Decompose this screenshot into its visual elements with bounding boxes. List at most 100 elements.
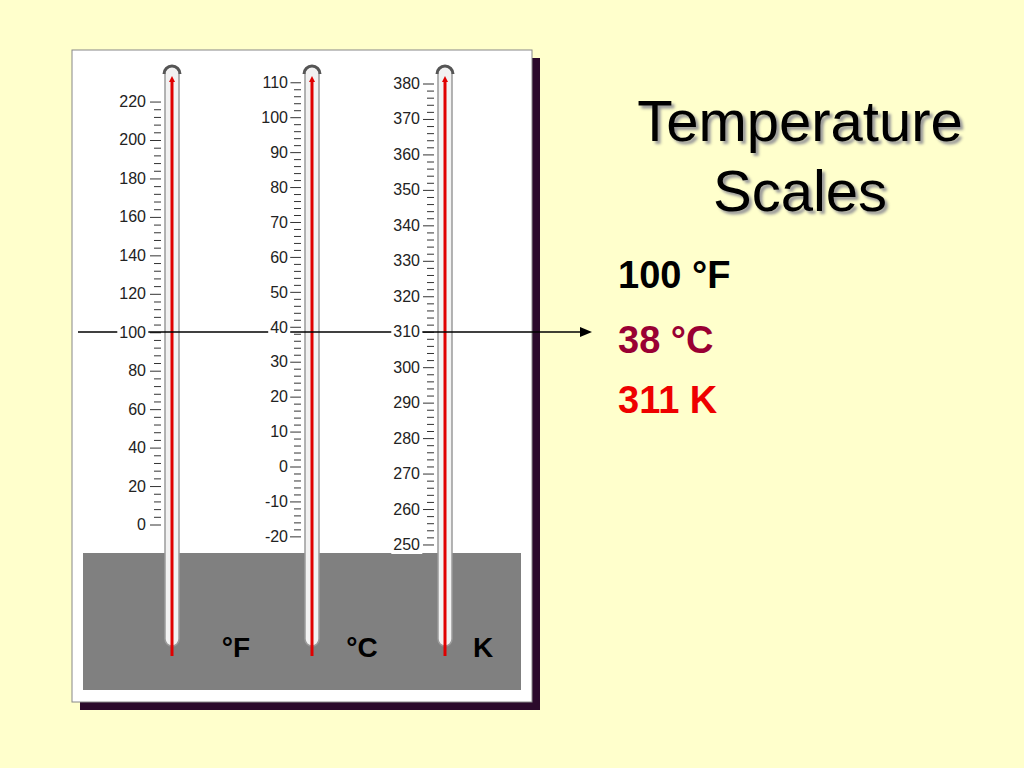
- scale-tick: [423, 544, 434, 545]
- scale-tick: [154, 425, 161, 426]
- scale-tick: [427, 268, 434, 269]
- scale-tick: [150, 217, 161, 218]
- scale-tick: [423, 154, 434, 155]
- scale-tick: [427, 502, 434, 503]
- scale-tick: [290, 467, 301, 468]
- gray-band: [83, 553, 521, 690]
- scale-tick: [423, 367, 434, 368]
- scale-tick: [294, 208, 301, 209]
- scale-tick: [154, 155, 161, 156]
- scale-tick: [290, 187, 301, 188]
- scale-tick: [427, 147, 434, 148]
- scale-tick: [427, 282, 434, 283]
- scale-tick: [294, 313, 301, 314]
- scale-tick: [154, 109, 161, 110]
- scale-tick: [154, 432, 161, 433]
- scale-tick: [154, 325, 161, 326]
- scale-tick: [427, 360, 434, 361]
- liquid-tip: [169, 76, 175, 82]
- scale-tick: [154, 248, 161, 249]
- scale-tick: [154, 232, 161, 233]
- scale-tick: [423, 84, 434, 85]
- scale-tick: [427, 112, 434, 113]
- scale-tick: [427, 140, 434, 141]
- scale-tick: [427, 388, 434, 389]
- scale-tick: [294, 306, 301, 307]
- scale-tick: [294, 166, 301, 167]
- scale-tick: [427, 275, 434, 276]
- scale-tick: [154, 355, 161, 356]
- fahrenheit-tick-label: 40: [126, 439, 148, 457]
- scale-tick: [294, 334, 301, 335]
- scale-tick: [427, 211, 434, 212]
- scale-tick: [294, 243, 301, 244]
- scale-tick: [423, 296, 434, 297]
- scale-tick: [154, 171, 161, 172]
- unit-label: °F: [222, 632, 250, 664]
- tube-cap: [437, 66, 453, 74]
- scale-tick: [294, 159, 301, 160]
- scale-tick: [294, 487, 301, 488]
- scale-tick: [150, 102, 161, 103]
- scale-tick: [427, 417, 434, 418]
- scale-tick: [294, 369, 301, 370]
- scale-tick: [427, 459, 434, 460]
- scale-tick: [294, 285, 301, 286]
- scale-tick: [427, 452, 434, 453]
- scale-tick: [423, 509, 434, 510]
- scale-tick: [294, 264, 301, 265]
- scale-tick: [427, 105, 434, 106]
- scale-tick: [427, 310, 434, 311]
- scale-tick: [427, 523, 434, 524]
- scale-tick: [294, 278, 301, 279]
- scale-tick: [154, 132, 161, 133]
- scale-tick: [154, 278, 161, 279]
- scale-tick: [290, 152, 301, 153]
- scale-tick: [294, 124, 301, 125]
- scale-tick: [154, 455, 161, 456]
- kelvin-tick-label: 250: [391, 536, 422, 554]
- scale-tick: [294, 446, 301, 447]
- scale-tick: [294, 215, 301, 216]
- scale-tick: [154, 240, 161, 241]
- reading-value: 38 °C: [618, 318, 713, 362]
- scale-tick: [427, 431, 434, 432]
- scale-tick: [427, 488, 434, 489]
- scale-tick: [154, 501, 161, 502]
- scale-tick: [154, 148, 161, 149]
- kelvin-tick-label: 380: [391, 75, 422, 93]
- thermometers: [150, 66, 453, 656]
- scale-tick: [423, 261, 434, 262]
- scale-tick: [427, 162, 434, 163]
- celsius-tick-label: -10: [263, 493, 290, 511]
- scale-tick: [154, 225, 161, 226]
- scale-tick: [427, 495, 434, 496]
- scale-tick: [423, 474, 434, 475]
- scale-tick: [294, 236, 301, 237]
- scale-tick: [427, 169, 434, 170]
- fahrenheit-tick-label: 100: [117, 324, 148, 342]
- scale-tick: [154, 517, 161, 518]
- scale-tick: [427, 445, 434, 446]
- scale-tick: [427, 232, 434, 233]
- kelvin-tick-label: 320: [391, 288, 422, 306]
- scale-tick: [290, 117, 301, 118]
- kelvin-tick-label: 370: [391, 110, 422, 128]
- scale-tick: [154, 202, 161, 203]
- scale-tick: [294, 411, 301, 412]
- pointer-arrowhead: [580, 327, 592, 337]
- celsius-tick-label: 70: [268, 214, 290, 232]
- scale-tick: [427, 339, 434, 340]
- scale-tick: [294, 404, 301, 405]
- fahrenheit-tick-label: 60: [126, 401, 148, 419]
- fahrenheit-tick-label: 80: [126, 362, 148, 380]
- reading-value: 100 °F: [618, 253, 730, 297]
- scale-tick: [427, 516, 434, 517]
- scale-tick: [427, 183, 434, 184]
- scale-tick: [154, 401, 161, 402]
- liquid-tip: [442, 76, 448, 82]
- scale-tick: [294, 194, 301, 195]
- scale-tick: [427, 318, 434, 319]
- scale-tick: [427, 530, 434, 531]
